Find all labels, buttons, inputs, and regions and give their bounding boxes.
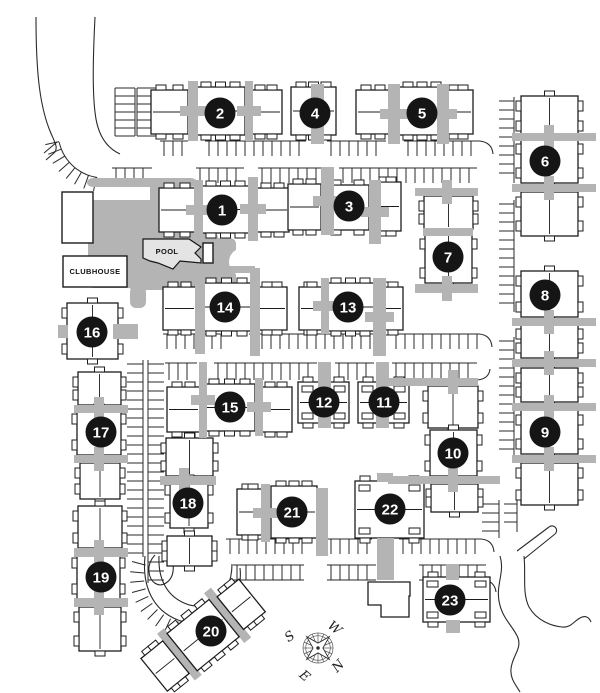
building-marker-23[interactable]: 23 [434,584,466,616]
compass-letter-S: S [282,628,298,645]
building-number-4: 4 [311,105,320,122]
building-circle-3 [333,190,365,222]
building-marker-22[interactable]: 22 [374,493,406,525]
buildings-layer [61,81,584,693]
building-circle-21 [276,496,308,528]
building-number-13: 13 [340,299,357,316]
clubhouse-label: CLUBHOUSE [69,267,120,276]
building-number-8: 8 [541,287,549,304]
building-marker-11[interactable]: 11 [368,386,400,418]
amenities-layer: CLUBHOUSE POOL [61,191,214,288]
building-marker-19[interactable]: 19 [85,561,117,593]
building-number-2: 2 [216,105,224,122]
breezeway-connectors-layer [58,81,596,633]
building-circle-8 [529,279,561,311]
building-number-18: 18 [180,495,197,512]
building-circle-15 [214,391,246,423]
building-marker-12[interactable]: 12 [308,386,340,418]
building-number-1: 1 [218,202,226,219]
building-marker-21[interactable]: 21 [276,496,308,528]
building-circle-17 [85,416,117,448]
building-number-11: 11 [376,394,392,411]
building-marker-16[interactable]: 16 [76,316,108,348]
building-circle-12 [308,386,340,418]
building-marker-13[interactable]: 13 [332,291,364,323]
building-marker-18[interactable]: 18 [172,487,204,519]
building-circle-5 [406,97,438,129]
pool-shape [142,238,202,270]
building-circle-9 [529,416,561,448]
building-number-9: 9 [541,424,549,441]
building-number-20: 20 [203,623,220,640]
pool-label: POOL [156,247,179,256]
building-number-17: 17 [93,424,110,441]
building-number-19: 19 [93,569,110,586]
clubhouse-annex-building [61,191,94,244]
building-marker-7[interactable]: 7 [432,241,464,273]
building-number-7: 7 [444,249,452,266]
building-marker-8[interactable]: 8 [529,279,561,311]
building-number-3: 3 [345,198,353,215]
building-marker-6[interactable]: 6 [529,145,561,177]
building-circle-11 [368,386,400,418]
building-circle-2 [204,97,236,129]
building-number-10: 10 [445,445,462,462]
building-number-6: 6 [541,153,549,170]
building-marker-9[interactable]: 9 [529,416,561,448]
building-number-5: 5 [418,105,426,122]
building-marker-20[interactable]: 20 [195,615,227,647]
building-marker-1[interactable]: 1 [206,194,238,226]
building-circle-6 [529,145,561,177]
building-number-23: 23 [442,592,459,609]
building-number-14: 14 [217,299,234,316]
building-20-cluster [140,577,267,693]
building-circle-14 [209,291,241,323]
building-circle-7 [432,241,464,273]
building-marker-3[interactable]: 3 [333,190,365,222]
building-number-16: 16 [84,324,101,341]
building-circle-4 [299,97,331,129]
building-circle-16 [76,316,108,348]
building-circle-1 [206,194,238,226]
building-circle-20 [195,615,227,647]
building-marker-10[interactable]: 10 [437,437,469,469]
compass-letter-N: N [328,657,348,677]
building-number-15: 15 [222,399,239,416]
spa-shape [202,242,214,264]
building-circle-23 [434,584,466,616]
building-marker-15[interactable]: 15 [214,391,246,423]
building-circle-18 [172,487,204,519]
building-marker-17[interactable]: 17 [85,416,117,448]
building-circle-22 [374,493,406,525]
compass-letter-E: E [295,667,313,686]
building-circle-10 [437,437,469,469]
building-marker-14[interactable]: 14 [209,291,241,323]
parking-layer [45,87,518,637]
building-circle-13 [332,291,364,323]
building-marker-2[interactable]: 2 [204,97,236,129]
building-circle-19 [85,561,117,593]
building-marker-5[interactable]: 5 [406,97,438,129]
clubhouse-building [62,255,128,288]
building-number-22: 22 [382,501,399,518]
building-number-21: 21 [284,504,301,521]
building-number-12: 12 [316,394,333,411]
building-marker-4[interactable]: 4 [299,97,331,129]
